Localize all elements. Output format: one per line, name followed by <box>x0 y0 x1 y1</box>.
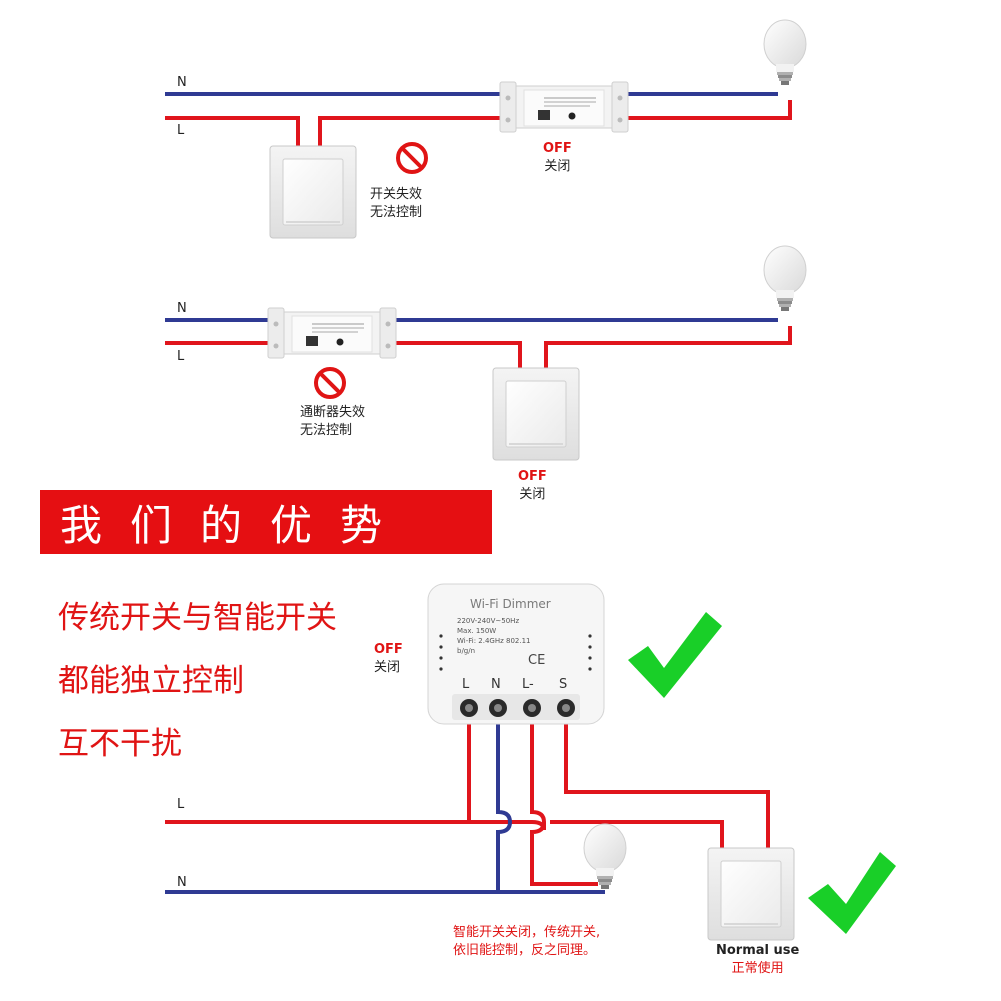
status-en: OFF <box>543 141 572 156</box>
ce-mark: CE <box>528 653 546 668</box>
note-line: 智能开关关闭，传统开关, <box>453 925 601 940</box>
note-text: 智能开关关闭，传统开关, 依旧能控制，反之同理。 <box>453 924 600 959</box>
status-zh: 正常使用 <box>731 960 784 976</box>
terminal-label-n: N <box>491 677 501 692</box>
note-line: 依旧能控制，反之同理。 <box>453 942 597 958</box>
diagram-1 <box>165 19 807 239</box>
warning-text-2: 通断器失效 无法控制 <box>300 404 365 439</box>
check-mark-icon <box>628 612 722 698</box>
live-wire <box>531 820 546 831</box>
diagram-2 <box>165 245 807 461</box>
spec-line: Max. 150W <box>457 627 497 636</box>
wall-switch-icon <box>707 847 795 941</box>
dimmer-module-icon <box>427 583 605 725</box>
advantage-line-1: 传统开关与智能开关 <box>58 600 337 636</box>
smart-breaker-icon <box>267 307 397 359</box>
live-wire <box>550 820 724 848</box>
terminal-label-l: L <box>462 677 470 692</box>
smart-breaker-icon <box>499 81 629 133</box>
status-4: Normal use 正常使用 <box>716 942 799 977</box>
status-en: Normal use <box>716 943 800 958</box>
live-label: L <box>177 349 185 364</box>
warning-line: 开关失效 <box>370 187 423 202</box>
live-wire <box>564 712 770 848</box>
status-en: OFF <box>518 469 547 484</box>
prohibited-icon <box>314 367 346 399</box>
live-wire <box>165 116 300 146</box>
advantage-line-3: 互不干扰 <box>58 726 182 762</box>
spec-line: 220V-240V~50Hz <box>457 617 520 625</box>
warning-text-1: 开关失效 无法控制 <box>370 186 422 221</box>
status-3: OFF 关闭 <box>374 641 403 676</box>
status-en: OFF <box>374 642 403 657</box>
wall-switch-icon <box>269 145 357 239</box>
live-label: L <box>177 123 185 138</box>
spec-line: b/g/n <box>457 647 476 656</box>
status-2: OFF 关闭 <box>518 468 547 503</box>
terminal-label-l-minus: L- <box>522 677 534 692</box>
check-mark-icon <box>808 852 896 934</box>
neutral-label: N <box>177 875 187 890</box>
light-bulb-icon <box>763 19 807 86</box>
live-label: L <box>177 797 185 812</box>
dimmer-title: Wi-Fi Dimmer <box>470 597 551 611</box>
neutral-label: N <box>177 301 187 316</box>
diagram-3 <box>165 583 896 941</box>
status-zh: 关闭 <box>544 158 571 174</box>
status-1: OFF 关闭 <box>543 140 572 175</box>
neutral-wire <box>496 712 513 892</box>
live-wire <box>392 341 522 368</box>
spec-line: Wi-Fi: 2.4GHz 802.11 <box>457 637 531 646</box>
advantage-banner: 我们的优势 <box>40 490 492 554</box>
prohibited-icon <box>396 142 428 174</box>
status-zh: 关闭 <box>519 486 546 502</box>
dimmer-specs: 220V-240V~50Hz Max. 150W Wi-Fi: 2.4GHz 8… <box>457 616 531 657</box>
live-wire <box>318 116 505 146</box>
warning-line: 通断器失效 <box>300 405 366 420</box>
warning-line: 无法控制 <box>370 204 423 220</box>
terminal-screws <box>460 699 575 717</box>
live-wire <box>544 326 792 368</box>
banner-title: 我们的优势 <box>60 500 411 550</box>
light-bulb-icon <box>583 823 627 890</box>
neutral-label: N <box>177 75 187 90</box>
warning-line: 无法控制 <box>300 422 353 438</box>
status-zh: 关闭 <box>374 659 401 675</box>
advantage-line-2: 都能独立控制 <box>58 663 244 699</box>
live-wire <box>530 712 598 886</box>
terminal-label-s: S <box>559 677 568 692</box>
light-bulb-icon <box>763 245 807 312</box>
wall-switch-icon <box>492 367 580 461</box>
live-wire <box>625 100 792 120</box>
